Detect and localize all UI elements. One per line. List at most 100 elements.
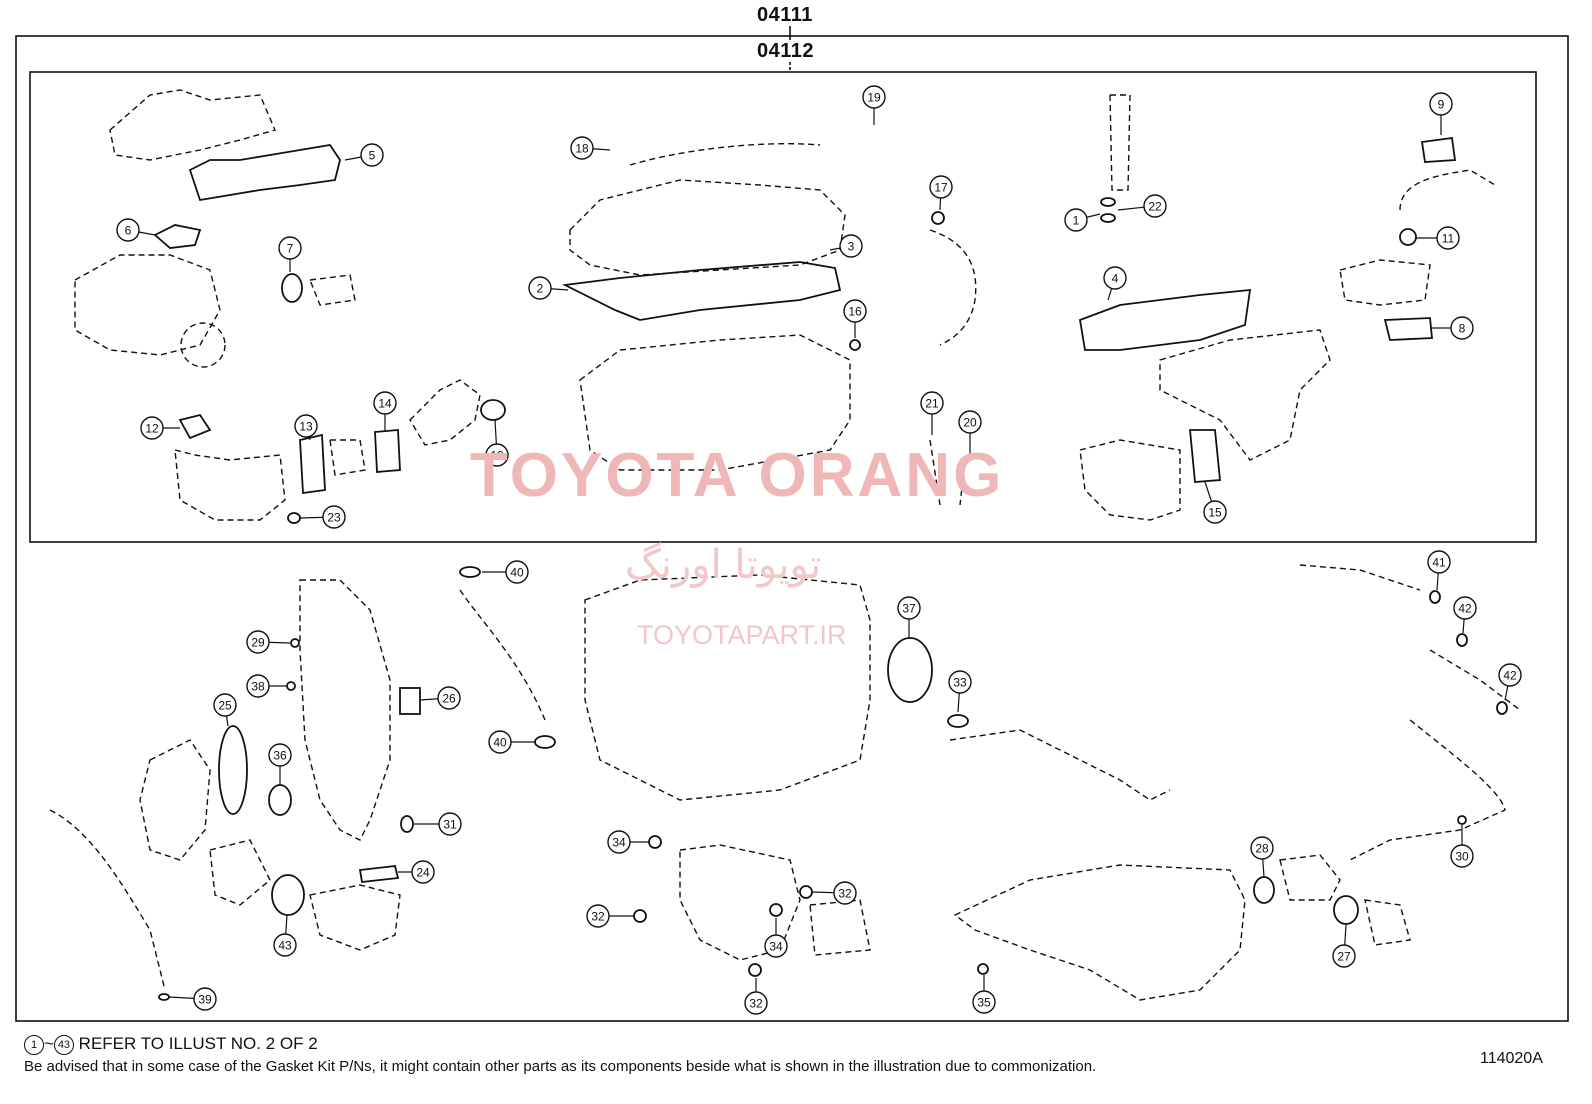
oring-34-top [648,835,662,849]
callout-22: 22 [1117,194,1167,218]
callout-circle [764,934,788,958]
callout-number: 18 [575,142,589,156]
callout-number: 13 [299,420,313,434]
callout-18: 18 [570,136,611,160]
callout-number: 9 [1438,98,1445,112]
oil-cooler-outline [809,899,871,956]
callout-number: 23 [327,511,341,525]
oil-pipe-outline [459,589,546,721]
illustration-reference: 114020A [1480,1050,1543,1067]
callout-29: 29 [246,630,291,654]
hose-right-2-outline [1429,649,1521,711]
callout-number: 39 [198,993,212,1007]
egr-pipe-outline [329,439,366,476]
small-part-outline [309,274,356,306]
callout-32: 32 [744,978,768,1015]
callout-20: 20 [958,410,982,455]
callout-circle [897,596,921,620]
head-cover-gasket [561,261,842,321]
callout-40: 40 [488,730,535,754]
callout-number: 3 [848,240,855,254]
thermostat-housing-outline [1364,899,1411,946]
callout-number: 21 [925,397,939,411]
gasket-6 [153,224,202,249]
callout-16: 16 [843,299,867,338]
water-pipe-lower-outline [1349,719,1506,861]
callout-circle [294,414,318,438]
callout-circle [929,175,953,199]
gasket-9 [1420,136,1457,163]
bolt-outline [929,439,941,506]
callout-number: 35 [977,996,991,1010]
egr-tube-outline [409,379,481,446]
gasket-17 [931,211,945,225]
gasket-14 [374,429,401,473]
timing-cover-outline [299,579,391,841]
clamp-42-bottom [1496,701,1508,715]
callout-number: 29 [251,636,265,650]
callout-circle [246,630,270,654]
gaskets [153,136,1508,1001]
callout-number: 8 [1459,322,1466,336]
callout-circle [1436,226,1460,250]
callout-circle [1143,194,1167,218]
callout-42: 42 [1453,596,1477,634]
callout-13: 13 [294,414,318,441]
oil-seal-7 [281,273,303,303]
callout-8: 8 [1430,316,1474,340]
turbo-outline [1079,439,1181,521]
leak-pipe-outline [929,229,977,346]
watermark-brand: TOYOTA ORANG [470,441,1005,510]
callout-circle [273,933,297,957]
callout-circle [1427,550,1451,574]
oil-seal-37 [887,637,933,703]
water-inlet-outline [309,884,401,951]
callout-37: 37 [897,596,921,638]
callout-number: 25 [218,699,232,713]
callout-43: 43 [273,914,297,957]
watermark-persian: تویوتا اورنگ [625,542,822,588]
callout-number: 16 [848,305,862,319]
callout-circle [213,693,237,717]
callout-number: 43 [278,939,292,953]
callout-number: 7 [287,242,294,256]
gasket-8 [1383,317,1433,341]
callout-circle [140,416,164,440]
callout-number: 27 [1337,950,1351,964]
callout-number: 19 [867,91,881,105]
gasket-28 [1253,876,1275,904]
kit-number-outer: 04111 [757,4,813,26]
gasket-29 [290,638,300,648]
gasket-40-bottom [534,735,556,749]
callout-6: 6 [116,218,156,242]
callout-circle [843,299,867,323]
gasket-35 [977,963,989,975]
callout-circle [920,391,944,415]
callout-23: 23 [299,505,346,529]
gasket-11 [1399,228,1417,246]
callout-circle [948,670,972,694]
egr-valve-circle [180,322,226,368]
callout-circle [1103,266,1127,290]
oring-32-left [633,909,647,923]
oring-39 [158,993,170,1001]
clamp-42-top [1456,633,1468,647]
callout-3: 3 [829,234,863,258]
callout-2: 2 [528,276,569,300]
oring-33 [947,714,969,728]
intake-manifold-gasket [1078,288,1252,351]
callout-number: 22 [1148,200,1162,214]
callout-circle [488,730,512,754]
callout-35: 35 [972,975,996,1014]
callout-circle [528,276,552,300]
callout-number: 4 [1112,272,1119,286]
callout-circle [246,674,270,698]
callout-number: 12 [145,422,159,436]
water-outlet-outline [1279,854,1341,901]
thermostat-outline [209,839,271,906]
callout-39: 39 [168,987,217,1011]
gasket-30 [1457,815,1467,825]
callout-number: 11 [1442,232,1455,246]
water-pipe-outline [1399,169,1496,211]
